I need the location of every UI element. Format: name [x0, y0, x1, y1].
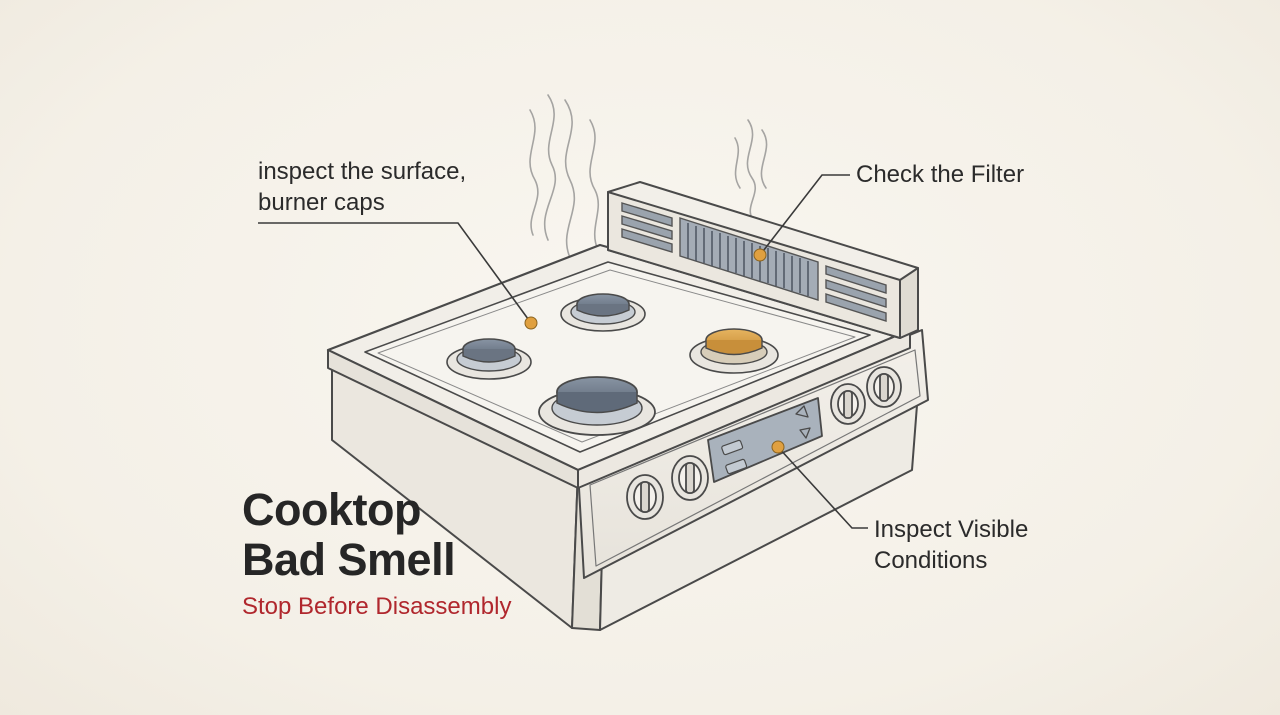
page-subtitle: Stop Before Disassembly	[242, 593, 512, 620]
page-title-line2: Bad Smell	[242, 534, 456, 585]
page-title-line1: Cooktop	[242, 484, 421, 535]
cooktop-surface	[326, 243, 912, 489]
callout-inspect-visible-line2: Conditions	[874, 547, 988, 574]
callout-inspect-surface-line2: burner caps	[258, 189, 385, 216]
callout-inspect-visible: Inspect Visible Conditions	[874, 514, 1028, 576]
callout-check-filter-label: Check the Filter	[856, 161, 1025, 188]
smoke-icon	[529, 94, 768, 369]
control-knob-icon	[626, 366, 902, 520]
callout-inspect-surface-line1: inspect the surface,	[258, 158, 467, 185]
display-panel	[707, 397, 823, 483]
callout-check-filter: Check the Filter	[856, 159, 1024, 190]
callout-inspect-visible-line1: Inspect Visible	[874, 516, 1029, 543]
page-title: Cooktop Bad Smell	[242, 485, 511, 585]
title-block: Cooktop Bad Smell Stop Before Disassembl…	[242, 485, 511, 621]
callout-leaders	[258, 174, 868, 529]
marker-dot-icon	[524, 248, 785, 454]
callout-inspect-surface: inspect the surface, burner caps	[258, 156, 466, 218]
burner-icon	[446, 293, 779, 436]
vent-icon	[621, 202, 887, 322]
